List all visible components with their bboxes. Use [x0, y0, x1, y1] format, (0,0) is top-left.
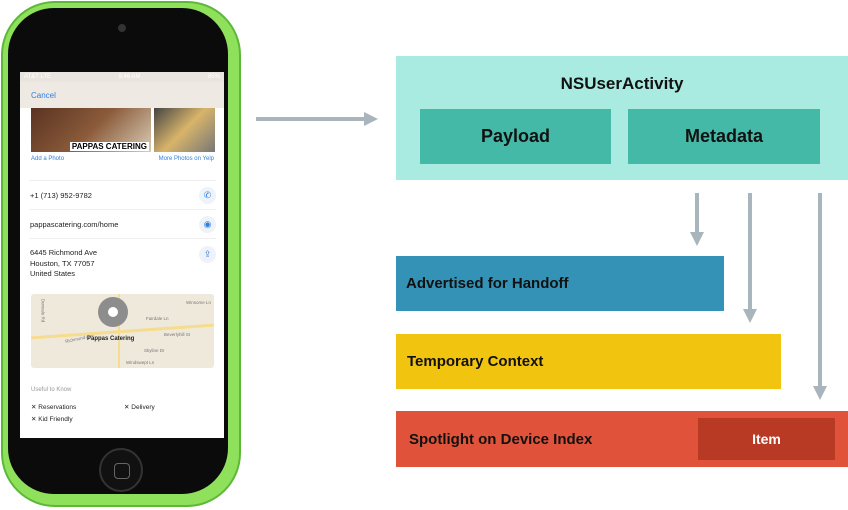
arrow-head [813, 386, 827, 400]
address-line: 6445 Richmond Ave [30, 248, 97, 257]
address-line: Houston, TX 77057 [30, 258, 95, 268]
arrow-to-spotlight [818, 193, 822, 387]
street-label: Beverlyhill St [164, 332, 191, 337]
arrow-to-temporary [748, 193, 752, 310]
address-row: 6445 Richmond Ave Houston, TX 77057 Unit… [30, 238, 216, 289]
map-pin-label: Pappas Catering [87, 336, 135, 342]
home-button[interactable] [99, 448, 143, 492]
metadata-box: Metadata [628, 109, 820, 164]
share-icon[interactable]: ⇪ [199, 246, 216, 263]
time: 9:46 AM [118, 74, 141, 80]
temporary-context-box: Temporary Context [396, 334, 781, 389]
battery: 85% [207, 74, 220, 80]
arrow-head [743, 309, 757, 323]
street-label: Skyline Dr [144, 348, 165, 353]
payload-box: Payload [420, 109, 611, 164]
nav-bar [20, 82, 224, 108]
street-label: Winsome Ln [186, 300, 212, 305]
arrow-head [690, 232, 704, 246]
arrow-to-activity [256, 117, 366, 121]
status-bar: AT&T LTE 9:46 AM 85% [20, 72, 224, 82]
spotlight-label: Spotlight on Device Index [409, 430, 593, 448]
add-photo-link[interactable]: Add a Photo [31, 156, 65, 162]
photo-secondary[interactable] [154, 108, 215, 152]
map[interactable]: Pappas Catering Richmond Ave Fairdale Ln… [31, 294, 214, 368]
phone-row[interactable]: +1 (713) 952-9782 ✆ [30, 180, 216, 209]
street-label: Fairdale Ln [146, 316, 169, 321]
nsuseractivity-box: NSUserActivity Payload Metadata [396, 56, 848, 180]
photo-main[interactable]: PAPPAS CATERING [31, 108, 151, 152]
website: pappascatering.com/home [30, 219, 119, 229]
street-label: Dunvale Rd [40, 298, 46, 323]
website-row[interactable]: pappascatering.com/home ◉ [30, 209, 216, 238]
street-label: Windswept Ln [126, 360, 155, 365]
photo-caption: PAPPAS CATERING [69, 142, 149, 151]
phone-screen: AT&T LTE 9:46 AM 85% Cancel PAPPAS CATER… [20, 72, 224, 438]
map-pin-icon[interactable] [98, 297, 128, 327]
feature-item: ✕ Delivery [124, 404, 155, 411]
phone-icon[interactable]: ✆ [199, 186, 216, 204]
camera-icon [118, 24, 126, 32]
carrier: AT&T LTE [24, 74, 52, 80]
feature-item: ✕ Reservations [31, 404, 77, 411]
useful-header: Useful to Know [31, 387, 72, 393]
compass-icon[interactable]: ◉ [199, 215, 216, 233]
feature-item: ✕ Kid Friendly [31, 416, 73, 423]
handoff-box: Advertised for Handoff [396, 256, 724, 311]
arrow-head [364, 112, 378, 126]
phone-number: +1 (713) 952-9782 [30, 190, 92, 200]
address-line: United States [30, 269, 76, 278]
cancel-button[interactable]: Cancel [31, 91, 56, 100]
arrow-to-handoff [695, 193, 699, 233]
item-box: Item [698, 418, 835, 460]
activity-title: NSUserActivity [560, 74, 684, 93]
more-photos-link[interactable]: More Photos on Yelp [158, 156, 214, 162]
